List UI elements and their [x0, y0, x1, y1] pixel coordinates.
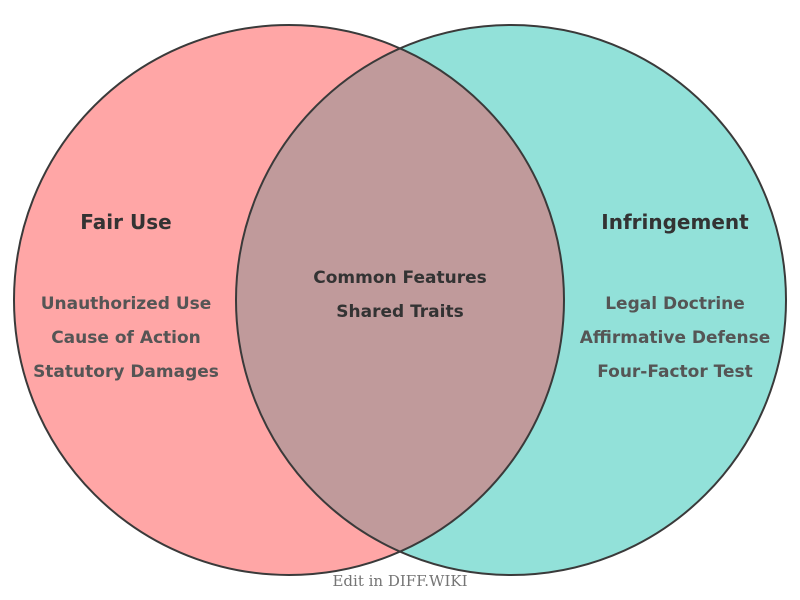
- left-circle-outline: [13, 24, 565, 576]
- left-circle-item: Statutory Damages: [33, 362, 219, 382]
- overlap-item: Common Features: [313, 268, 486, 288]
- left-circle-item: Cause of Action: [51, 328, 201, 348]
- edit-in-diffwiki-link[interactable]: Edit in DIFF.WIKI: [332, 572, 467, 590]
- left-circle-title: Fair Use: [80, 210, 171, 234]
- overlap-item: Shared Traits: [336, 302, 463, 322]
- right-circle-item: Affirmative Defense: [580, 328, 771, 348]
- right-circle-outline: [235, 24, 787, 576]
- right-circle-item: Four-Factor Test: [597, 362, 753, 382]
- right-circle-item: Legal Doctrine: [605, 294, 745, 314]
- right-circle-title: Infringement: [601, 210, 749, 234]
- left-circle-item: Unauthorized Use: [41, 294, 212, 314]
- overlap-region: [236, 48, 564, 552]
